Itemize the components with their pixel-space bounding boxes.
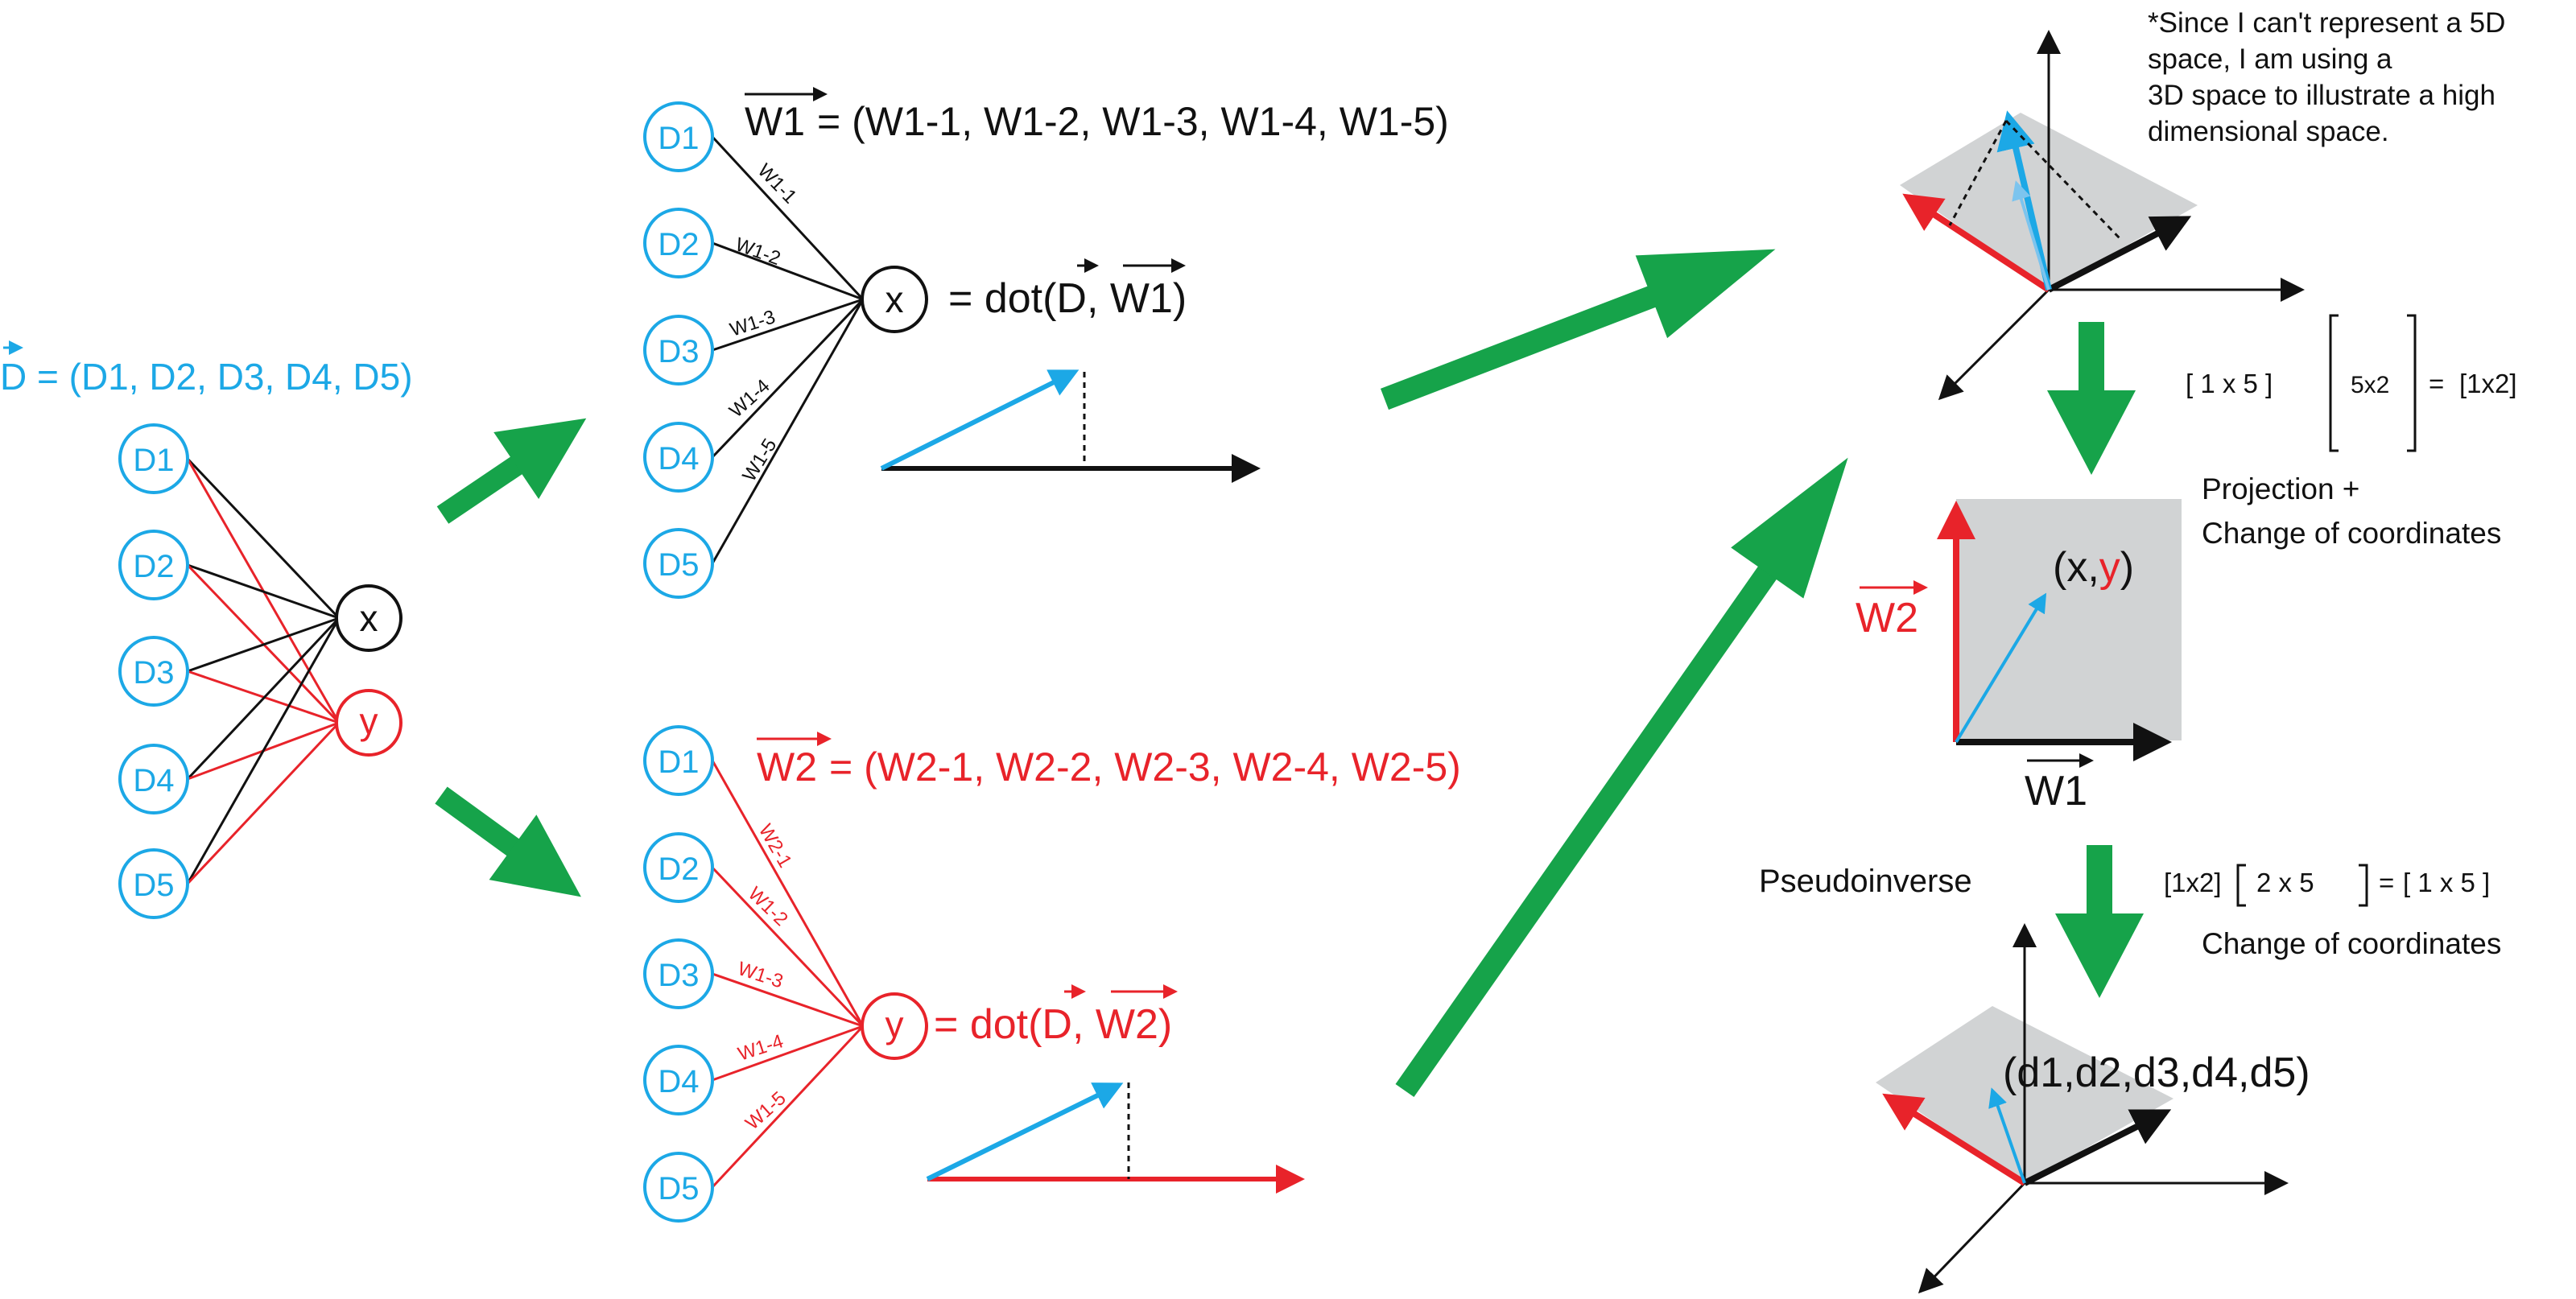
arrow-down-to-recovered-space [2055,845,2144,998]
node-label: y [886,1004,904,1045]
projection-caption-2: Change of coordinates [2202,517,2501,550]
left-input-node-d5: D5 [118,848,189,919]
node-label: D1 [658,121,699,156]
matrix-equals: = [2429,369,2444,398]
node-label: D2 [133,549,174,584]
y-equation: = dot(D, W2) [934,1001,1172,1048]
bottom-input-node-d2: D2 [643,832,714,903]
left-output-node-y: y [335,689,402,757]
arrow-to-top-network [436,418,587,524]
edge-label-w1-1: W1-1 [753,159,801,208]
bottom-input-node-d1: D1 [643,725,714,796]
flow-arrows [435,249,2144,1098]
pseudoinverse-caption: Change of coordinates [2202,927,2501,960]
node-label: D5 [658,1171,699,1206]
w1-vector-name: W1 [745,99,805,144]
top-input-node-d3: D3 [643,315,714,386]
axis-label-w1: W1 [2025,768,2087,814]
note-line-3: 3D space to illustrate a high [2148,80,2496,111]
high-dim-space-3d [1900,30,2305,401]
edge-label-w1-2: W1-2 [733,233,783,270]
arrow-bottom-to-3d-space [1395,457,1848,1098]
matrix-2x5: 2 x 5 [2256,868,2314,897]
matrix-bracket-left [2236,864,2246,907]
projected-2d-plane: (x,y) W2 W1 [1856,499,2182,814]
matrix-bracket-right [2359,864,2368,907]
node-label: D5 [658,547,699,583]
node-label: D1 [133,443,174,478]
node-label: D4 [133,763,174,798]
matrix-bracket-left [2329,314,2339,452]
axis-label-w2: W2 [1856,595,1918,641]
left-input-node-d3: D3 [118,636,189,707]
left-input-node-d2: D2 [118,530,189,600]
bottom-input-node-d3: D3 [643,938,714,1009]
bottom-input-node-d4: D4 [643,1045,714,1115]
left-input-node-d4: D4 [118,744,189,814]
arrow-top-to-3d-space [1380,249,1776,410]
bottom-input-node-d5: D5 [643,1152,714,1223]
top-edges [711,135,865,564]
recovered-space-3d: (d1,d2,d3,d4,d5) [1876,923,2310,1294]
node-label: D3 [658,958,699,993]
matrix-1x5: [ 1 x 5 ] [2403,868,2490,897]
recovered-point-label: (d1,d2,d3,d4,d5) [2003,1050,2310,1096]
x-equation: = dot(D, W1) [948,275,1187,322]
gray-plane [1956,499,2182,740]
edge-label-w1-5: W1-5 [738,435,781,485]
top-input-node-d5: D5 [643,528,714,599]
bottom-output-node-y: y [861,992,928,1060]
left-input-node-d1: D1 [118,423,189,494]
point-xy-label: (x,y) [2053,544,2134,591]
top-input-node-d1: D1 [643,101,714,172]
node-label: D4 [658,1064,699,1099]
bottom-network: W2-1 W1-2 W1-3 W1-4 W1-5 D1 D2 D3 D4 D5 [643,725,1461,1223]
left-network: D = (D1, D2, D3, D4, D5) D1 D2 D3 [0,340,413,919]
top-input-node-d4: D4 [643,422,714,493]
top-output-node-x: x [861,266,928,333]
top-network: W1-1 W1-2 W1-3 W1-4 W1-5 D1 D2 D3 D4 D5 [643,87,1449,599]
node-label: D4 [658,441,699,476]
top-edge-labels: W1-1 W1-2 W1-3 W1-4 W1-5 [725,159,801,485]
node-label: x [886,278,904,320]
edge-label-w2-4: W1-4 [736,1030,786,1065]
bottom-edges [711,760,865,1189]
projection-caption-1: Projection + [2202,472,2359,505]
node-label: D3 [133,655,174,691]
matrix-bracket-right [2407,314,2417,452]
dimension-note: *Since I can't represent a 5D space, I a… [2148,7,2505,147]
pseudoinverse-section: Pseudoinverse [1x2] 2 x 5 = [ 1 x 5 ] Ch… [1759,864,2501,960]
pseudoinverse-label: Pseudoinverse [1759,864,1972,899]
note-line-1: *Since I can't represent a 5D [2148,7,2505,39]
left-output-node-x: x [335,584,402,652]
node-label: x [360,597,378,639]
w1-vector-definition: = (W1-1, W1-2, W1-3, W1-4, W1-5) [817,99,1449,144]
w2-vector-name: W2 [757,744,817,790]
note-line-2: space, I am using a [2148,43,2392,75]
node-label: D5 [133,868,174,903]
matrix-1x2: [1x2] [2164,868,2222,897]
x-projection-sketch [880,369,1261,483]
node-label: y [360,700,378,742]
arrow-down-to-2d-plane [2047,322,2136,475]
node-label: D2 [658,852,699,887]
note-line-4: dimensional space. [2148,116,2389,147]
node-label: D2 [658,227,699,262]
matrix-1x5: [ 1 x 5 ] [2186,369,2273,398]
left-edges [186,457,341,885]
matrix-5x2: 5x2 [2351,372,2389,398]
matrix-equals: = [2379,868,2394,897]
top-input-node-d2: D2 [643,208,714,278]
projection-matrix-equation: [ 1 x 5 ] 5x2 = [1x2] Projection + Chang… [2186,314,2517,550]
arrow-to-bottom-network [435,786,581,897]
edge-label-w2-3: W1-3 [735,958,786,992]
bottom-edge-labels: W2-1 W1-2 W1-3 W1-4 W1-5 [735,821,796,1135]
matrix-1x2: [1x2] [2459,369,2517,398]
node-label: D1 [658,744,699,780]
y-projection-sketch [926,1082,1305,1194]
w2-vector-definition: = (W2-1, W2-2, W2-3, W2-4, W2-5) [829,744,1461,790]
node-label: D3 [658,334,699,369]
input-vector-label: D = (D1, D2, D3, D4, D5) [0,356,413,398]
